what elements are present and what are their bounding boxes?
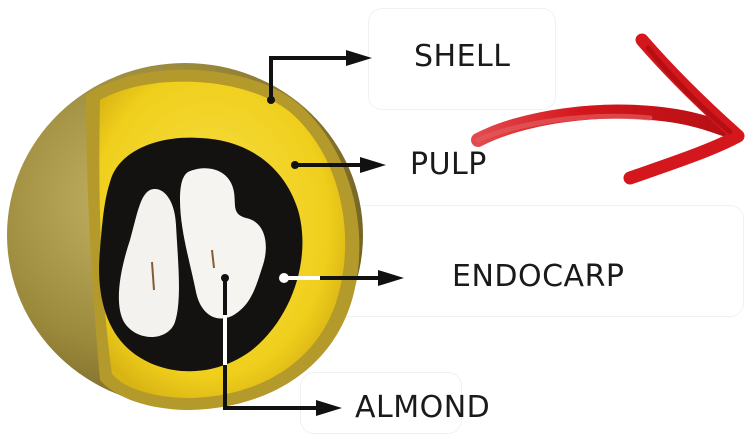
label-endocarp: ENDOCARP [452, 262, 625, 292]
arrow-right-icon [346, 50, 372, 66]
arrow-right-icon [316, 400, 342, 416]
label-almond: ALMOND [355, 393, 490, 423]
arrow-right-icon [378, 270, 404, 286]
label-pulp: PULP [410, 150, 487, 180]
red-brush-arrow-icon [478, 40, 738, 178]
label-shell: SHELL [414, 42, 510, 72]
arrow-right-icon [360, 157, 386, 173]
fruit-illustration [7, 63, 363, 410]
